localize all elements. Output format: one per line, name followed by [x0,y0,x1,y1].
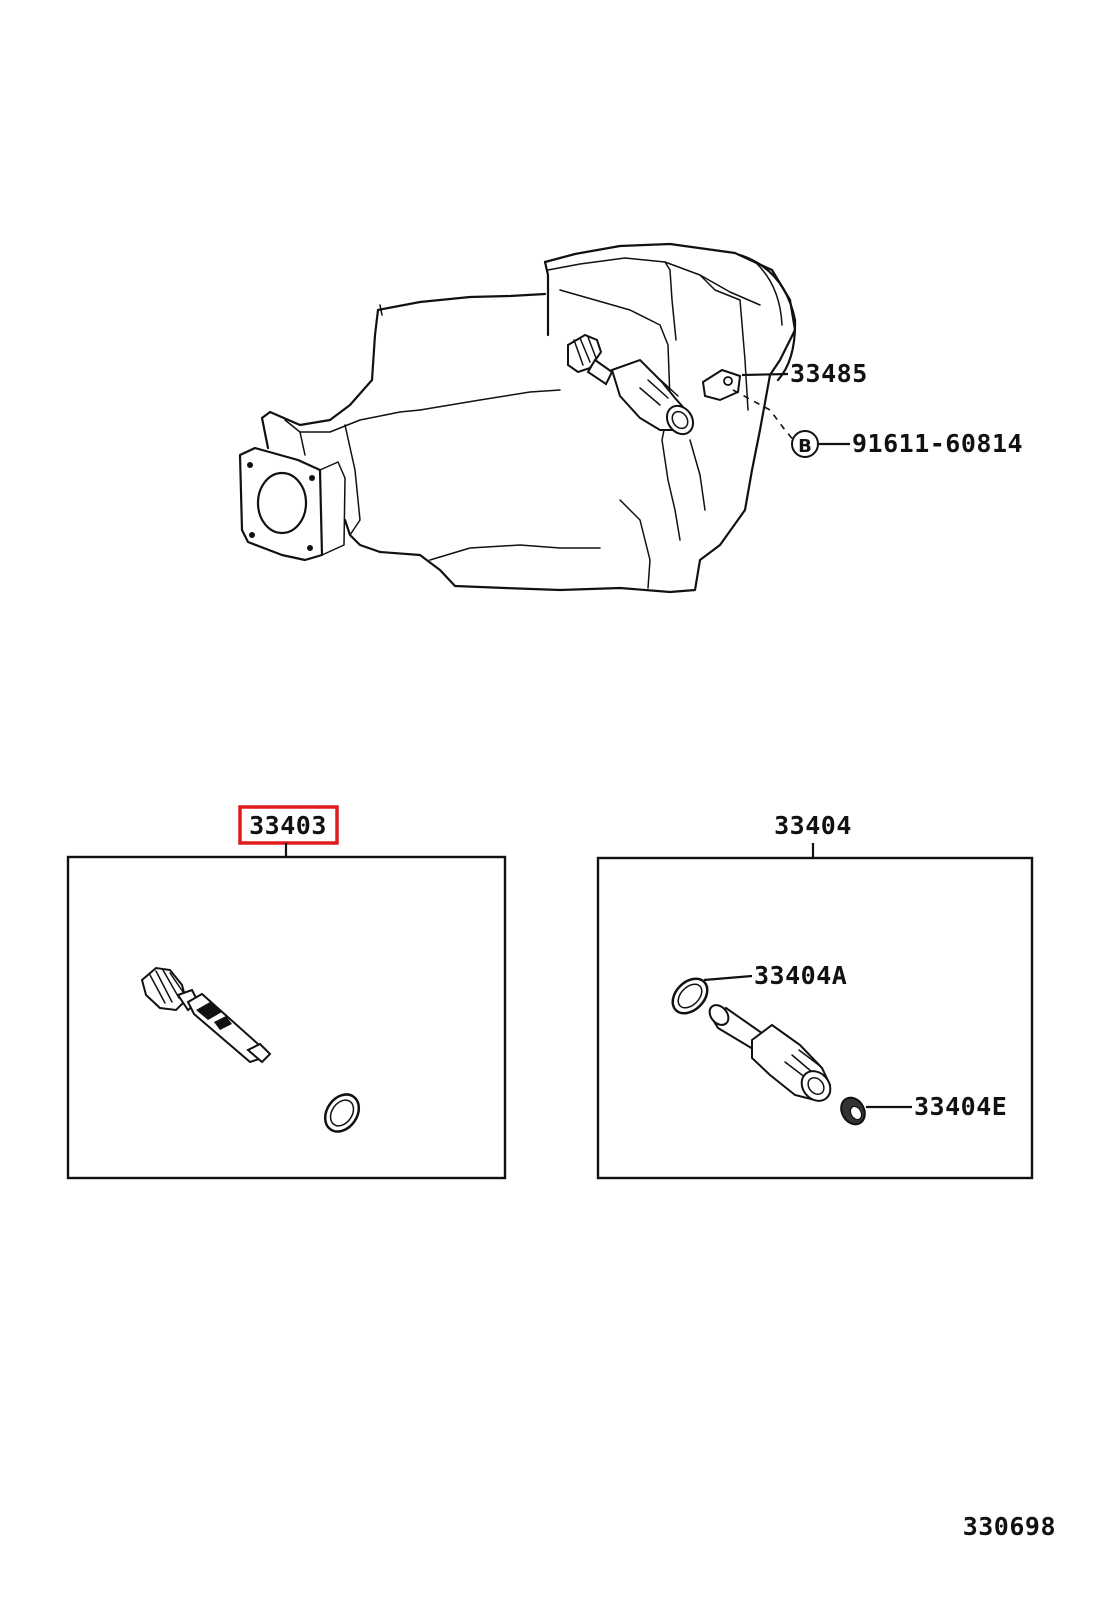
diagram-reference-number: 330698 [963,1512,1056,1541]
bolt-dashed-leader [732,389,796,443]
leader-line-33485 [741,372,789,377]
o-ring-icon [323,1093,361,1133]
label-33404E[interactable]: 33404E [914,1092,1007,1121]
label-91611-60814: 91611-60814 [852,429,1023,458]
label-33404[interactable]: 33404 [774,811,852,840]
lock-plate-icon [701,368,742,402]
label-33485: 33485 [790,359,868,388]
label-33403[interactable]: 33403 [249,811,327,840]
installed-driven-gear-icon [567,333,695,436]
label-33404A[interactable]: 33404A [754,961,847,990]
bolt-marker-letter: B [798,436,812,457]
leader-line-33404a [703,974,753,982]
driven-gear-shaft-icon [140,966,272,1064]
kit-box-33403 [66,855,507,1180]
sleeve-icon [708,1004,832,1102]
oil-seal-33404e-icon [840,1096,866,1126]
transmission-housing-illustration [238,242,797,594]
kit-box-33404 [596,856,1034,1180]
bolt-marker-circle-icon [791,430,819,458]
highlight-box-33403 [238,805,339,845]
o-ring-33404a-icon [671,977,709,1015]
